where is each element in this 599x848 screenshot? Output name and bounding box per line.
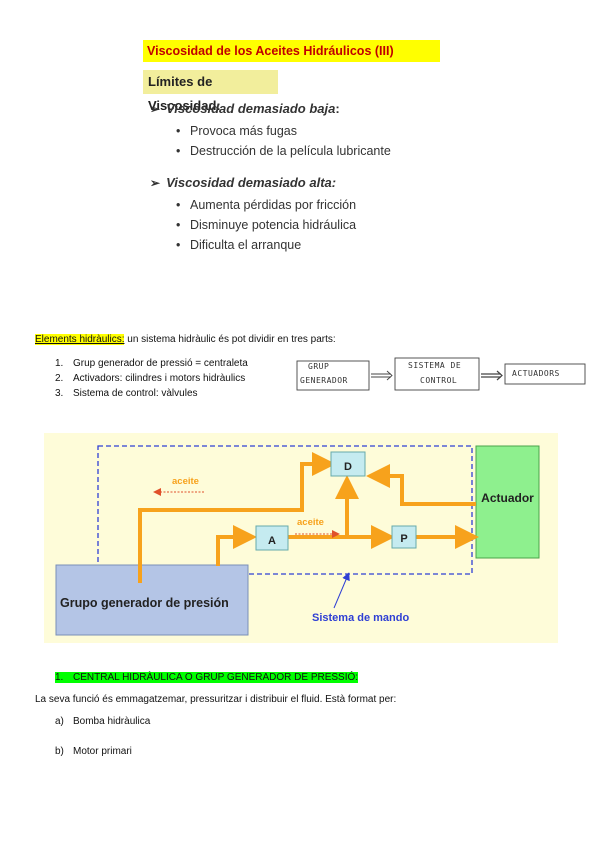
generator-label: Grupo generador de presión — [60, 596, 229, 610]
node-p-label: P — [400, 533, 408, 545]
list-item: 2.Activadors: cilindres i motors hidràul… — [55, 373, 246, 384]
list-item: •Dificulta el arranque — [176, 235, 356, 255]
bullet-icon: • — [176, 218, 181, 232]
bullet-icon: • — [176, 144, 181, 158]
list-item: 1.Grup generador de pressió = centraleta — [55, 358, 248, 369]
sketch-label-control-1: SISTEMA DE — [408, 361, 462, 370]
sketch-box-actuators — [504, 363, 586, 385]
elements-list: 1.Grup generador de pressió = centraleta… — [55, 356, 248, 401]
list-item: a)Bomba hidràulica — [55, 716, 151, 727]
generator-block — [55, 564, 249, 636]
section-heading: ➢Viscosidad demasiado baja: — [150, 101, 340, 116]
sketch-label-generator-2: GENERADOR — [300, 376, 348, 385]
sketch-box-generator — [296, 360, 370, 391]
list-item: •Disminuye potencia hidráulica — [176, 215, 356, 235]
bullet-icon: • — [176, 238, 181, 252]
pipe-actuator-to-d — [366, 464, 476, 506]
elements-intro: Elements hidràulics: un sistema hidràuli… — [35, 334, 336, 345]
control-boundary — [97, 445, 473, 575]
hydraulic-diagram — [55, 445, 540, 636]
handwritten-sketch — [296, 357, 586, 391]
central-heading-text: 1.CENTRAL HIDRÀULICA O GRUP GENERADOR DE… — [55, 672, 359, 683]
list-item: •Aumenta pérdidas por fricción — [176, 195, 356, 215]
sketch-label-generator-1: GRUP — [308, 362, 330, 371]
slide-title: Viscosidad de los Aceites Hidráulicos (I… — [143, 40, 440, 62]
mando-label: Sistema de mando — [312, 612, 410, 624]
node-d — [330, 451, 366, 477]
aceite-label-mid: aceite — [297, 517, 324, 528]
sketch-label-control-2: CONTROL — [420, 376, 458, 385]
list-item: 3.Sistema de control: vàlvules — [55, 388, 198, 399]
section-heading: ➢Viscosidad demasiado alta: — [150, 175, 337, 190]
list-item: b)Motor primari — [55, 746, 132, 757]
sketch-label-actuators: ACTUADORS — [512, 369, 560, 378]
bullet-icon: • — [176, 198, 181, 212]
sketch-arrow-2 — [481, 370, 503, 381]
pipe-supply — [216, 525, 257, 566]
mando-pointer — [333, 572, 350, 609]
central-description: La seva funció és emmagatzemar, pressuri… — [35, 694, 397, 705]
actuator-block — [475, 445, 540, 559]
list-item: •Provoca más fugas — [176, 121, 391, 141]
list-item: •Destrucción de la película lubricante — [176, 141, 391, 161]
slide-subtitle: Límites de Viscosidad: — [143, 70, 278, 113]
sketch-box-control — [394, 357, 480, 391]
pipe-return — [138, 452, 336, 583]
aceite-label-top: aceite — [172, 476, 199, 487]
section-high-viscosity: ➢Viscosidad demasiado alta: •Aumenta pér… — [150, 175, 356, 255]
arrow-bullet-icon: ➢ — [150, 102, 161, 116]
arrow-bullet-icon: ➢ — [150, 176, 161, 190]
elements-label: Elements hidràulics: — [35, 334, 125, 345]
central-heading: 1.CENTRAL HIDRÀULICA O GRUP GENERADOR DE… — [55, 672, 359, 683]
node-d-label: D — [344, 461, 352, 473]
actuator-label: Actuador — [481, 491, 534, 505]
node-p — [391, 525, 417, 549]
sketch-arrow-1 — [371, 370, 393, 381]
section-low-viscosity: ➢Viscosidad demasiado baja: •Provoca más… — [150, 101, 391, 161]
node-a-label: A — [268, 535, 276, 547]
node-a — [255, 525, 289, 551]
bullet-icon: • — [176, 124, 181, 138]
